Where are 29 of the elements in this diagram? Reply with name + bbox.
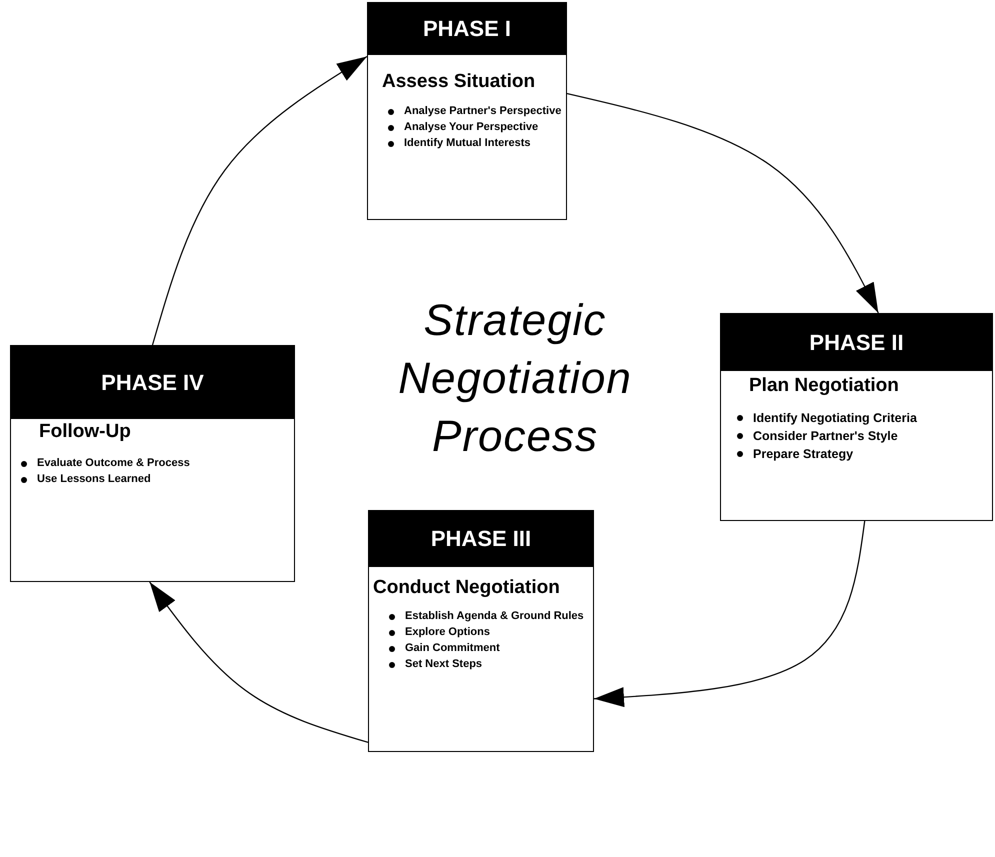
- phase-header: PHASE I: [368, 3, 566, 55]
- phase-header: PHASE IV: [11, 346, 294, 419]
- phase-card: [10, 345, 295, 582]
- phase-heading: Conduct Negotiation: [373, 577, 560, 599]
- bullet-text: Consider Partner's Style: [753, 429, 898, 443]
- arrow: [566, 92, 879, 314]
- arrow: [594, 520, 866, 708]
- bullet-text: Establish Agenda & Ground Rules: [405, 610, 584, 622]
- phase-heading: Follow-Up: [39, 421, 131, 443]
- phase-card: [367, 2, 567, 220]
- phase-heading: Plan Negotiation: [749, 375, 899, 397]
- diagram-title: Strategic Negotiation Process: [397, 295, 633, 463]
- phase-header: PHASE III: [369, 511, 593, 567]
- arrow: [152, 56, 368, 346]
- bullet-text: Set Next Steps: [405, 658, 482, 670]
- bullet-text: Prepare Strategy: [753, 447, 854, 461]
- bullet-text: Explore Options: [405, 626, 490, 638]
- bullet-text: Gain Commitment: [405, 642, 500, 654]
- bullet-text: Evaluate Outcome & Process: [37, 457, 190, 469]
- arrow: [149, 582, 368, 743]
- bullet-text: Identify Mutual Interests: [404, 137, 531, 149]
- phase-heading: Assess Situation: [382, 71, 536, 93]
- bullet-text: Identify Negotiating Criteria: [753, 411, 917, 425]
- bullet-text: Use Lessons Learned: [37, 473, 151, 485]
- phase-header: PHASE II: [721, 314, 992, 371]
- bullet-text: Analyse Partner's Perspective: [404, 105, 562, 117]
- phase-card: [368, 510, 594, 752]
- phase-card: [720, 313, 993, 521]
- bullet-text: Analyse Your Perspective: [404, 121, 538, 133]
